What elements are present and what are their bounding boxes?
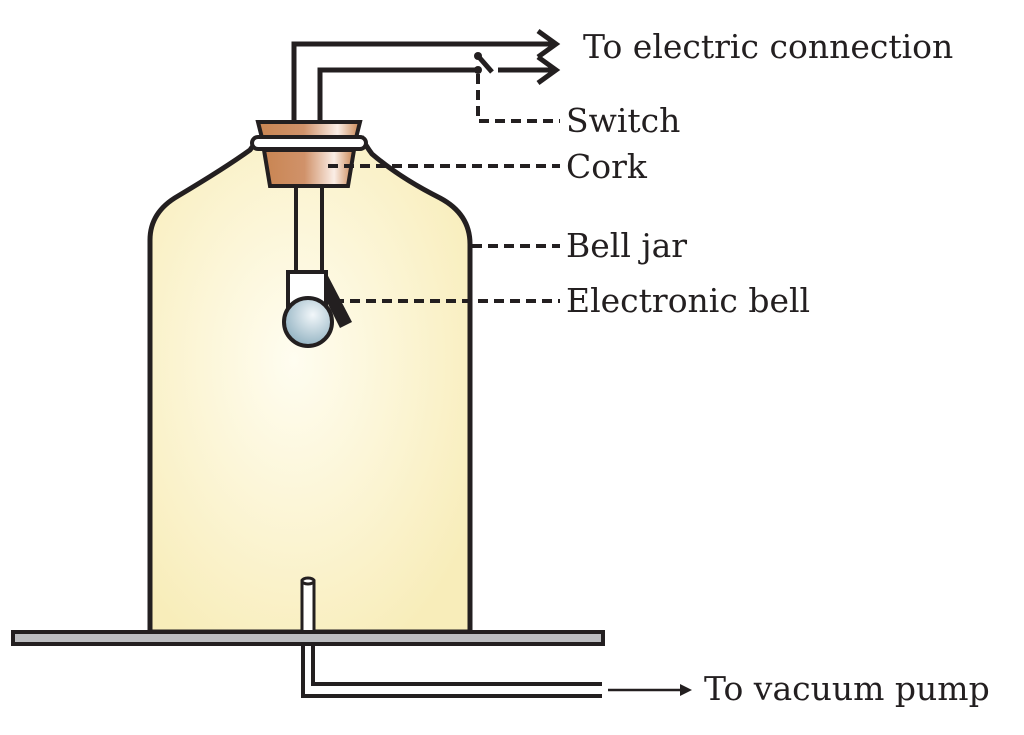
label-vacuum-pump: To vacuum pump: [704, 669, 990, 708]
label-cork: Cork: [566, 147, 648, 186]
switch-leader: [476, 74, 560, 123]
vacuum-pipe-mouth: [300, 576, 316, 586]
vacuum-pipe-outer-wall: [301, 646, 602, 698]
label-electronic-bell: Electronic bell: [566, 281, 810, 320]
vacuum-pipe-inner: [300, 579, 316, 635]
jar-lip-ring: [250, 135, 368, 151]
wire-lower: [317, 67, 478, 125]
vacuum-pipe-inner-wall: [311, 646, 602, 686]
wire-upper: [291, 41, 556, 125]
switch-pivot: [474, 66, 482, 74]
switch-lever-icon: [476, 54, 494, 74]
bell-dome: [282, 296, 334, 348]
label-bell-jar: Bell jar: [566, 226, 687, 265]
label-switch: Switch: [566, 101, 680, 140]
vacuum-arrow-head: [680, 684, 692, 696]
cork: [261, 148, 357, 188]
arrowhead-upper: [536, 28, 561, 60]
arrowhead-lower: [536, 54, 561, 86]
base-plate: [11, 630, 605, 646]
label-electric-connection: To electric connection: [583, 27, 953, 66]
bell-jar: [147, 135, 473, 635]
